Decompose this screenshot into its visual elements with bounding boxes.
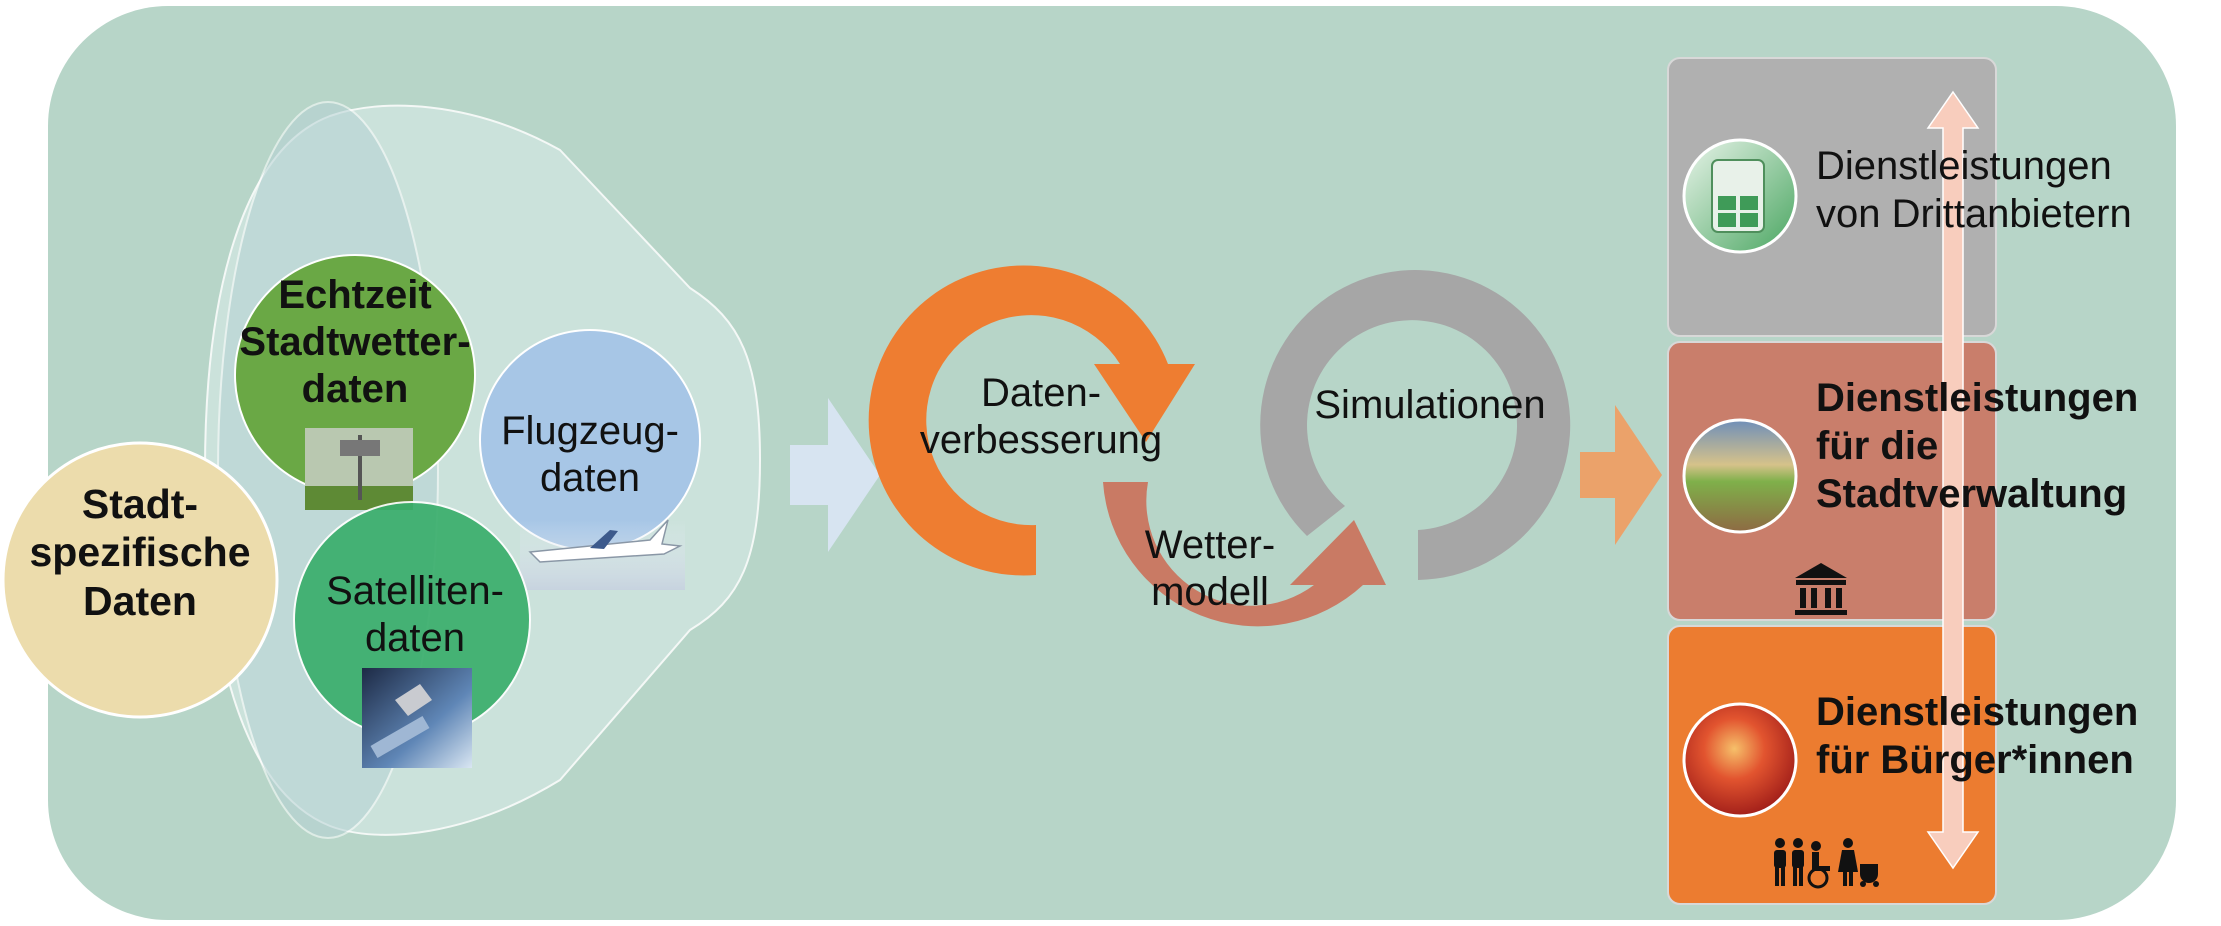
- service-label-buerger: Dienstleistungen für Bürger*innen: [1816, 690, 2139, 782]
- airplane-thumbnail: [520, 519, 685, 590]
- citizens-people-icon: [1774, 838, 1879, 889]
- satellite-thumbnail: [362, 668, 472, 768]
- service-panel-drittanbieter: [1667, 57, 1997, 337]
- globe-heatmap-thumbnail: [1682, 702, 1798, 818]
- arrow-to-cycle: [790, 398, 880, 552]
- service-panel-buerger: [1667, 625, 1997, 905]
- wettermodell-ring: [1103, 482, 1386, 627]
- city-administration-building-icon: [1795, 563, 1847, 615]
- simulationen-label: Simulationen: [1314, 383, 1546, 427]
- satelliten-label: Satelliten- daten: [326, 569, 504, 661]
- simulationen-ring: [1260, 270, 1571, 580]
- flugzeug-label: Flugzeug- daten: [501, 409, 679, 501]
- stadt-label: Stadt- spezifische Daten: [29, 481, 251, 624]
- echtzeit-label: Echtzeit Stadtwetter- daten: [239, 273, 471, 412]
- service-panel-stadtverwaltung: [1667, 341, 1997, 621]
- service-label-stadtverwaltung: Dienstleistungen für die Stadtverwaltung: [1816, 376, 2139, 516]
- double-arrow: [1926, 90, 1980, 870]
- datenverbesserung-ring: [868, 265, 1195, 576]
- stadt-circle: [1, 441, 279, 719]
- datenverbesserung-label: Daten- verbesserung: [919, 371, 1163, 463]
- arrow-to-services: [1580, 405, 1662, 545]
- service-label-drittanbieter: Dienstleistungen von Drittanbietern: [1816, 144, 2132, 236]
- wettermodell-label: Wetter- modell: [1144, 523, 1276, 615]
- weather-station-thumbnail: [305, 428, 413, 510]
- smartphone-app-thumbnail: [1682, 138, 1798, 254]
- landscape-thumbnail: [1682, 418, 1798, 534]
